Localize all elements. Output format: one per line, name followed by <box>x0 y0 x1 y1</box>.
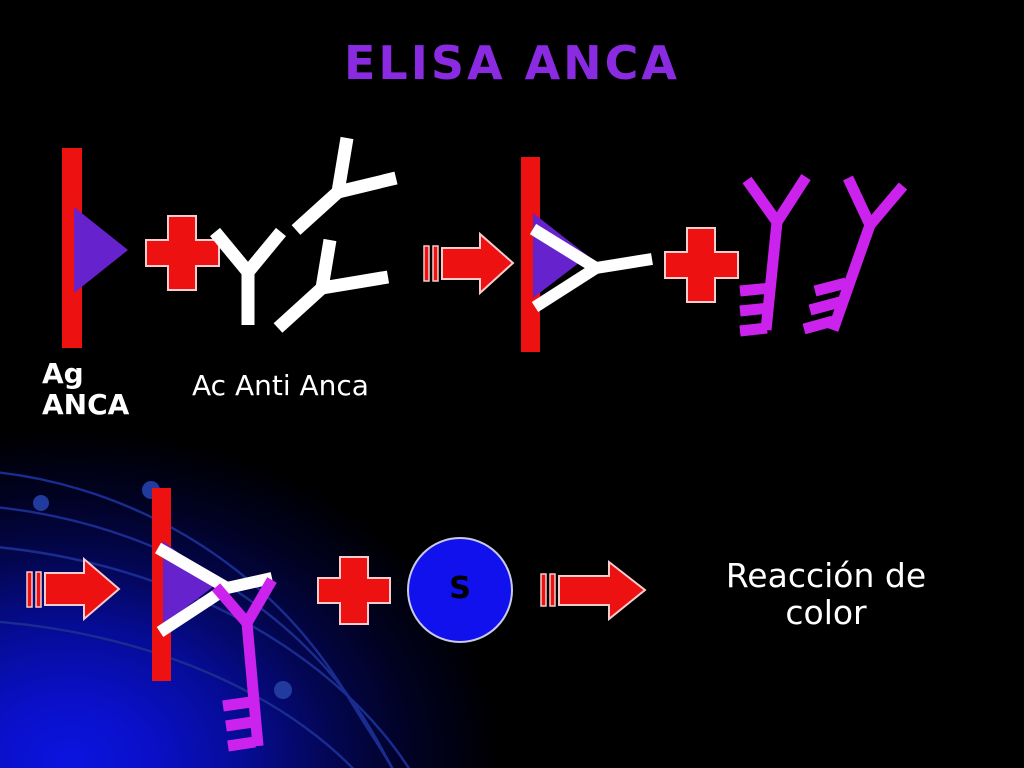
arrow-3 <box>540 559 647 622</box>
substrate-label: S <box>449 571 471 606</box>
plus-1 <box>145 215 220 291</box>
free-antibody-1 <box>209 227 287 325</box>
arrow-2 <box>26 556 121 622</box>
conjugate-antibody-2 <box>802 175 908 335</box>
plus-3 <box>317 556 391 625</box>
arrow-1 <box>423 231 515 296</box>
free-antibody-2 <box>291 136 398 235</box>
plus-2 <box>664 227 739 303</box>
bound-conjugate-1 <box>211 577 277 752</box>
antigen-1 <box>74 207 128 293</box>
page-title: ELISA ANCA <box>343 36 681 90</box>
substrate-circle <box>407 537 513 643</box>
label-reaccion-de-color: Reacción de color <box>725 556 927 632</box>
conjugate-antibody-1 <box>739 174 811 337</box>
bound-antibody-2 <box>154 542 274 638</box>
plate-wall-1 <box>62 148 82 348</box>
label-ac-anti-anca: Ac Anti Anca <box>192 369 369 402</box>
label-ag-anca: Ag ANCA <box>42 357 130 422</box>
bound-antibody-1 <box>529 223 653 313</box>
free-antibody-3 <box>273 238 390 333</box>
